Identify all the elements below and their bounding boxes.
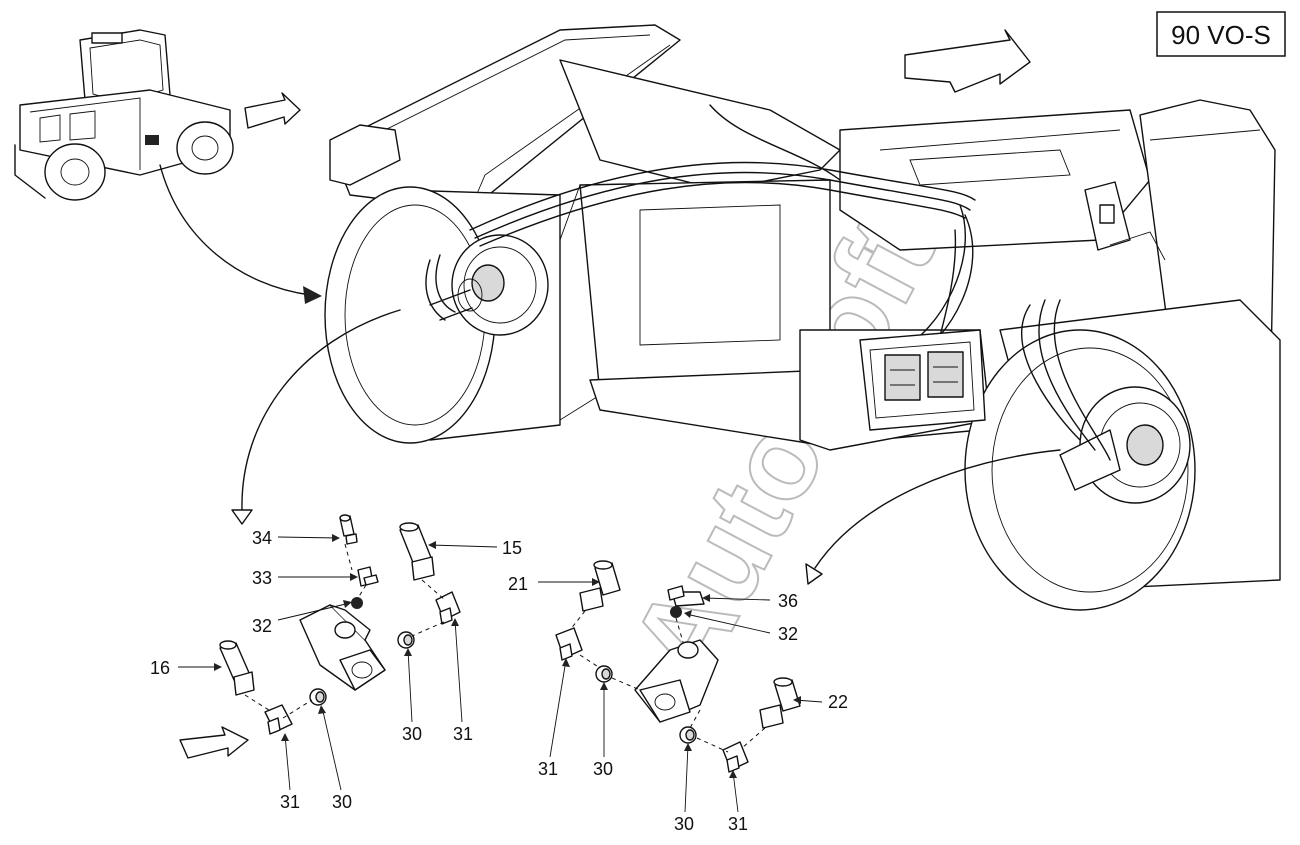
callout-labels: 34 33 32 16 15 21 36 32 22 30 31 31 30 3… <box>150 528 848 834</box>
part-34-fitting <box>339 514 358 545</box>
pump-unit <box>859 329 986 431</box>
part-16-sensor <box>219 640 255 696</box>
callout-31-a: 31 <box>453 724 473 744</box>
part-31-elbow-right <box>555 627 583 661</box>
part-36-elbow <box>667 585 705 607</box>
callout-34: 34 <box>252 528 272 548</box>
direction-arrow-lower <box>179 726 249 759</box>
callout-21: 21 <box>508 574 528 594</box>
leader-lines <box>178 534 823 813</box>
callout-31-b: 31 <box>280 792 300 812</box>
part-30-plug-lower <box>309 688 327 706</box>
left-exploded-group <box>179 514 461 759</box>
callout-32-right: 32 <box>778 624 798 644</box>
callout-30-d: 30 <box>674 814 694 834</box>
right-exploded-group <box>555 560 801 773</box>
callout-36: 36 <box>778 591 798 611</box>
callout-16: 16 <box>150 658 170 678</box>
hydraulic-motor-right <box>634 639 719 723</box>
machine-thumbnail <box>14 29 301 201</box>
callout-30-b: 30 <box>332 792 352 812</box>
part-21-sensor <box>579 560 621 612</box>
callout-31-c: 31 <box>538 759 558 779</box>
part-31-elbow-top <box>435 591 461 625</box>
model-badge-text: 90 VO-S <box>1171 20 1271 50</box>
left-drum <box>324 186 561 444</box>
callout-32-left: 32 <box>252 616 272 636</box>
part-30-plug-right-group <box>595 665 613 683</box>
part-31-elbow-right-lower <box>722 741 749 773</box>
callout-31-d: 31 <box>728 814 748 834</box>
callout-15: 15 <box>502 538 522 558</box>
callout-22: 22 <box>828 692 848 712</box>
curve-arrow-right-motor <box>814 449 1061 569</box>
callout-30-a: 30 <box>402 724 422 744</box>
callout-30-c: 30 <box>593 759 613 779</box>
hydraulic-hoses <box>425 104 1111 461</box>
part-33-elbow <box>357 566 379 587</box>
curve-arrow-thumbnail <box>159 164 311 296</box>
part-32-seal <box>351 597 363 609</box>
part-30-plug-right <box>397 631 415 649</box>
part-32-seal-right <box>670 606 682 618</box>
hydraulic-motor-left <box>299 604 386 691</box>
model-badge: 90 VO-S <box>1156 11 1286 57</box>
right-drum <box>964 299 1281 611</box>
part-22-sensor <box>759 677 801 729</box>
part-30-plug-right-lower <box>679 726 697 744</box>
direction-arrow-top <box>904 29 1031 93</box>
part-31-elbow-lower <box>264 704 293 735</box>
curve-arrow-left-motor <box>241 309 401 511</box>
callout-33: 33 <box>252 568 272 588</box>
part-15-sensor <box>399 522 435 581</box>
